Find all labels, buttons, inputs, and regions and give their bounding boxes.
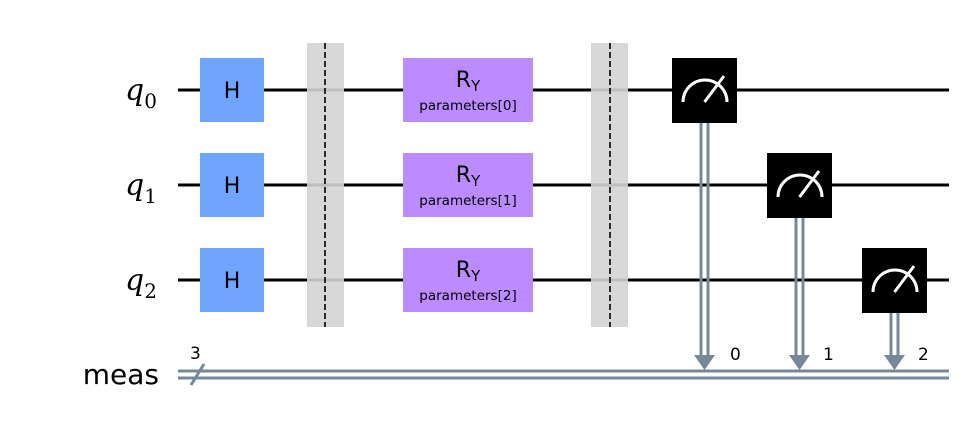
h-gate-q0: H (200, 58, 264, 122)
ry-gate-parameter: parameters[1] (419, 193, 516, 209)
ry-gate-q2: RY parameters[2] (403, 248, 533, 312)
classical-register-label: meas (83, 358, 159, 391)
measurement-q1: 1 (767, 153, 834, 370)
qubit-name: q (125, 263, 144, 298)
ry-gate-parameter: parameters[2] (419, 288, 516, 304)
cbit-index-label: 1 (823, 345, 834, 365)
ry-gate-parameter: parameters[0] (419, 98, 516, 114)
h-gate-label: H (224, 269, 241, 294)
qubit-label-q0: q0 (125, 73, 157, 113)
measurement-q0: 0 (672, 58, 741, 370)
qubit-label-q2: q2 (125, 263, 157, 303)
barrier-2 (591, 43, 628, 327)
qubit-name: q (125, 168, 144, 203)
meter-icon (871, 265, 919, 293)
ry-gate-q1: RY parameters[1] (403, 153, 533, 217)
qubit-label-q1: q1 (125, 168, 157, 208)
cbit-index-label: 2 (918, 345, 929, 365)
ry-gate-q0: RY parameters[0] (403, 58, 533, 122)
ry-gate-label: RY (456, 258, 481, 285)
qubit-index: 2 (144, 279, 157, 303)
meter-icon (776, 170, 824, 198)
ry-gate-label: RY (456, 163, 481, 190)
qubit-index: 1 (144, 184, 157, 208)
register-size-slash (189, 363, 206, 386)
register-size-label: 3 (190, 344, 201, 364)
meter-icon (681, 75, 729, 103)
h-gate-q1: H (200, 153, 264, 217)
h-gate-label: H (224, 79, 241, 104)
cbit-index-label: 0 (730, 345, 741, 365)
measurement-q2: 2 (862, 248, 929, 370)
h-gate-label: H (224, 174, 241, 199)
qubit-index: 0 (144, 89, 157, 113)
barrier-1 (307, 43, 344, 327)
h-gate-q2: H (200, 248, 264, 312)
classical-wire (178, 369, 949, 380)
qubit-name: q (125, 73, 144, 108)
ry-gate-label: RY (456, 68, 481, 95)
